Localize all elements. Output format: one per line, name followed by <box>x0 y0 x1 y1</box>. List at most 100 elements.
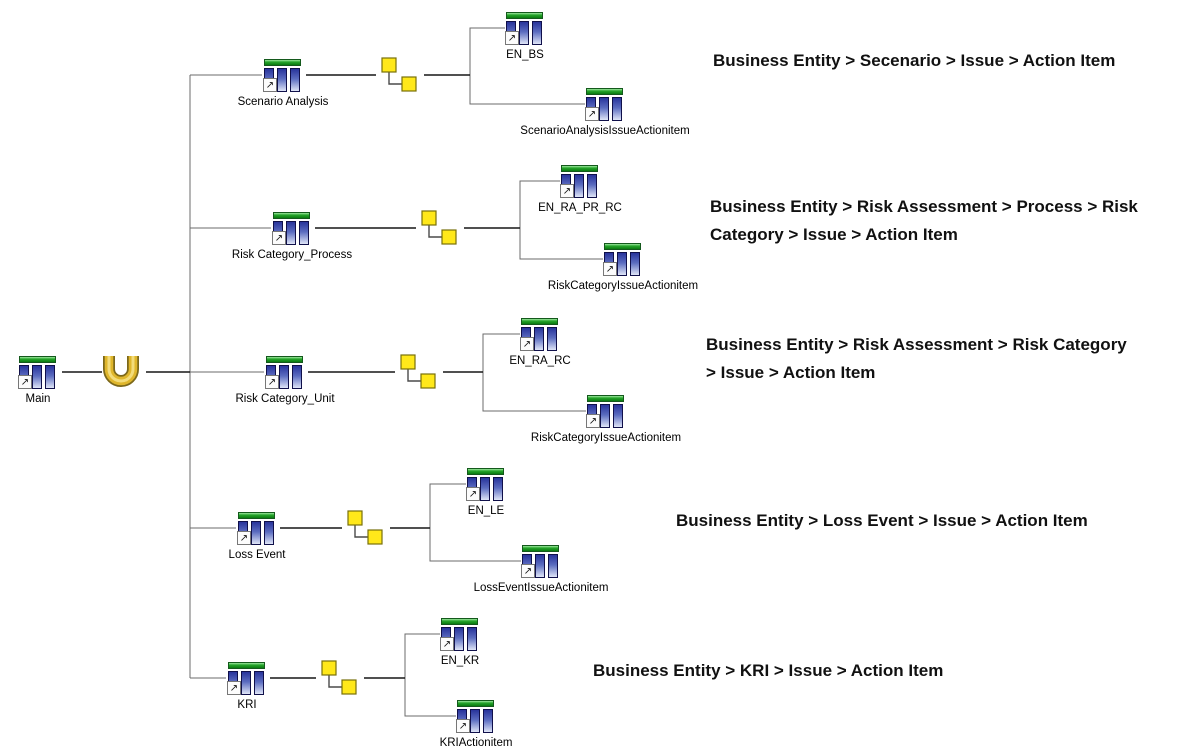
table-label: EN_RA_PR_RC <box>538 202 622 214</box>
template-table-arrow-icon: ↗ <box>585 107 599 121</box>
bracket-kri <box>404 633 456 717</box>
table-column <box>45 365 55 389</box>
join-transform-kri[interactable] <box>318 657 362 699</box>
template-table-arrow-icon: ↗ <box>603 262 617 276</box>
annotation-line: Category > Issue > Action Item <box>710 225 958 244</box>
table-node-en-kr[interactable]: ↗ EN_KR <box>440 618 480 667</box>
union-transform-icon[interactable] <box>101 354 141 390</box>
table-column <box>519 21 529 45</box>
table-icon: ↗ <box>521 545 561 578</box>
join-square <box>367 529 383 545</box>
table-column <box>493 477 503 501</box>
join-square <box>441 229 457 245</box>
join-transform-risk-process[interactable] <box>418 207 462 249</box>
table-header-bar <box>561 165 598 172</box>
bracket-scenario <box>469 27 585 105</box>
bracket-loss-event <box>429 483 521 562</box>
table-column <box>483 709 493 733</box>
template-table-arrow-icon: ↗ <box>272 231 286 245</box>
table-label: Scenario Analysis <box>237 96 329 108</box>
table-column <box>467 627 477 651</box>
table-node-scenario-analysis[interactable]: ↗ Scenario Analysis <box>238 59 328 108</box>
table-node-risk-category-process[interactable]: ↗ Risk Category_Process <box>232 212 352 261</box>
table-icon: ↗ <box>466 468 506 501</box>
table-icon: ↗ <box>227 662 267 695</box>
table-node-en-le[interactable]: ↗ EN_LE <box>466 468 506 517</box>
table-node-main[interactable]: ↗ Main <box>18 356 58 405</box>
join-square <box>347 510 363 526</box>
template-table-arrow-icon: ↗ <box>521 564 535 578</box>
table-label: ScenarioAnalysisIssueActionitem <box>520 125 690 137</box>
table-node-loss-event[interactable]: ↗ Loss Event <box>229 512 285 561</box>
table-node-kriactionitem[interactable]: ↗ KRIActionitem <box>440 700 512 749</box>
table-label: Risk Category_Process <box>231 249 353 261</box>
table-column <box>535 554 545 578</box>
annotation-line: Business Entity > Risk Assessment > Risk… <box>706 335 1127 354</box>
table-column <box>470 709 480 733</box>
template-table-arrow-icon: ↗ <box>18 375 32 389</box>
table-node-riskcategoryissueactionitem-2[interactable]: ↗ RiskCategoryIssueActionitem <box>531 395 681 444</box>
join-transform-risk-unit[interactable] <box>397 351 441 393</box>
join-connector-line <box>354 525 368 538</box>
table-node-en-ra-rc[interactable]: ↗ EN_RA_RC <box>509 318 571 367</box>
table-column <box>241 671 251 695</box>
table-icon: ↗ <box>18 356 58 389</box>
join-transform-scenario[interactable] <box>378 54 422 96</box>
table-node-kri[interactable]: ↗ KRI <box>227 662 267 711</box>
table-header-bar <box>273 212 310 219</box>
table-header-bar <box>522 545 559 552</box>
table-column <box>630 252 640 276</box>
table-column <box>547 327 557 351</box>
union-highlight <box>107 356 135 383</box>
table-column <box>574 174 584 198</box>
table-icon: ↗ <box>560 165 600 198</box>
table-column <box>254 671 264 695</box>
join-square <box>401 76 417 92</box>
join-square <box>381 57 397 73</box>
table-column <box>264 521 274 545</box>
template-table-arrow-icon: ↗ <box>237 531 251 545</box>
annotation-risk-process: Business Entity > Risk Assessment > Proc… <box>710 193 1138 249</box>
table-column <box>548 554 558 578</box>
table-node-scenarioanalysisissueactionitem[interactable]: ↗ ScenarioAnalysisIssueActionitem <box>520 88 690 137</box>
table-node-risk-category-unit[interactable]: ↗ Risk Category_Unit <box>235 356 335 405</box>
table-icon: ↗ <box>237 512 277 545</box>
table-icon: ↗ <box>603 243 643 276</box>
bracket-risk-process <box>519 180 603 260</box>
annotation-line: Business Entity > KRI > Issue > Action I… <box>593 661 944 680</box>
join-square <box>420 373 436 389</box>
join-connector-line <box>407 369 421 382</box>
table-node-losseventissueactionitem[interactable]: ↗ LossEventIssueActionitem <box>474 545 608 594</box>
table-column <box>532 21 542 45</box>
table-column <box>454 627 464 651</box>
annotation-line: Business Entity > Risk Assessment > Proc… <box>710 197 1138 216</box>
table-icon: ↗ <box>263 59 303 92</box>
table-node-riskcategoryissueactionitem-1[interactable]: ↗ RiskCategoryIssueActionitem <box>548 243 698 292</box>
table-column <box>534 327 544 351</box>
table-header-bar <box>587 395 624 402</box>
table-label: Risk Category_Unit <box>235 393 335 405</box>
table-icon: ↗ <box>585 88 625 121</box>
table-icon: ↗ <box>440 618 480 651</box>
table-icon: ↗ <box>520 318 560 351</box>
table-column <box>617 252 627 276</box>
table-header-bar <box>228 662 265 669</box>
table-node-en-bs[interactable]: ↗ EN_BS <box>505 12 545 61</box>
table-label: EN_KR <box>440 655 480 667</box>
union-u-icon <box>103 356 139 387</box>
table-label: Loss Event <box>228 549 286 561</box>
table-header-bar <box>441 618 478 625</box>
template-table-arrow-icon: ↗ <box>440 637 454 651</box>
table-icon: ↗ <box>586 395 626 428</box>
table-column <box>613 404 623 428</box>
table-label: Main <box>25 393 51 405</box>
join-transform-loss-event[interactable] <box>344 507 388 549</box>
table-column <box>279 365 289 389</box>
join-square <box>321 660 337 676</box>
table-header-bar <box>506 12 543 19</box>
table-column <box>299 221 309 245</box>
table-label: KRIActionitem <box>439 737 513 749</box>
table-node-en-ra-pr-rc[interactable]: ↗ EN_RA_PR_RC <box>538 165 622 214</box>
